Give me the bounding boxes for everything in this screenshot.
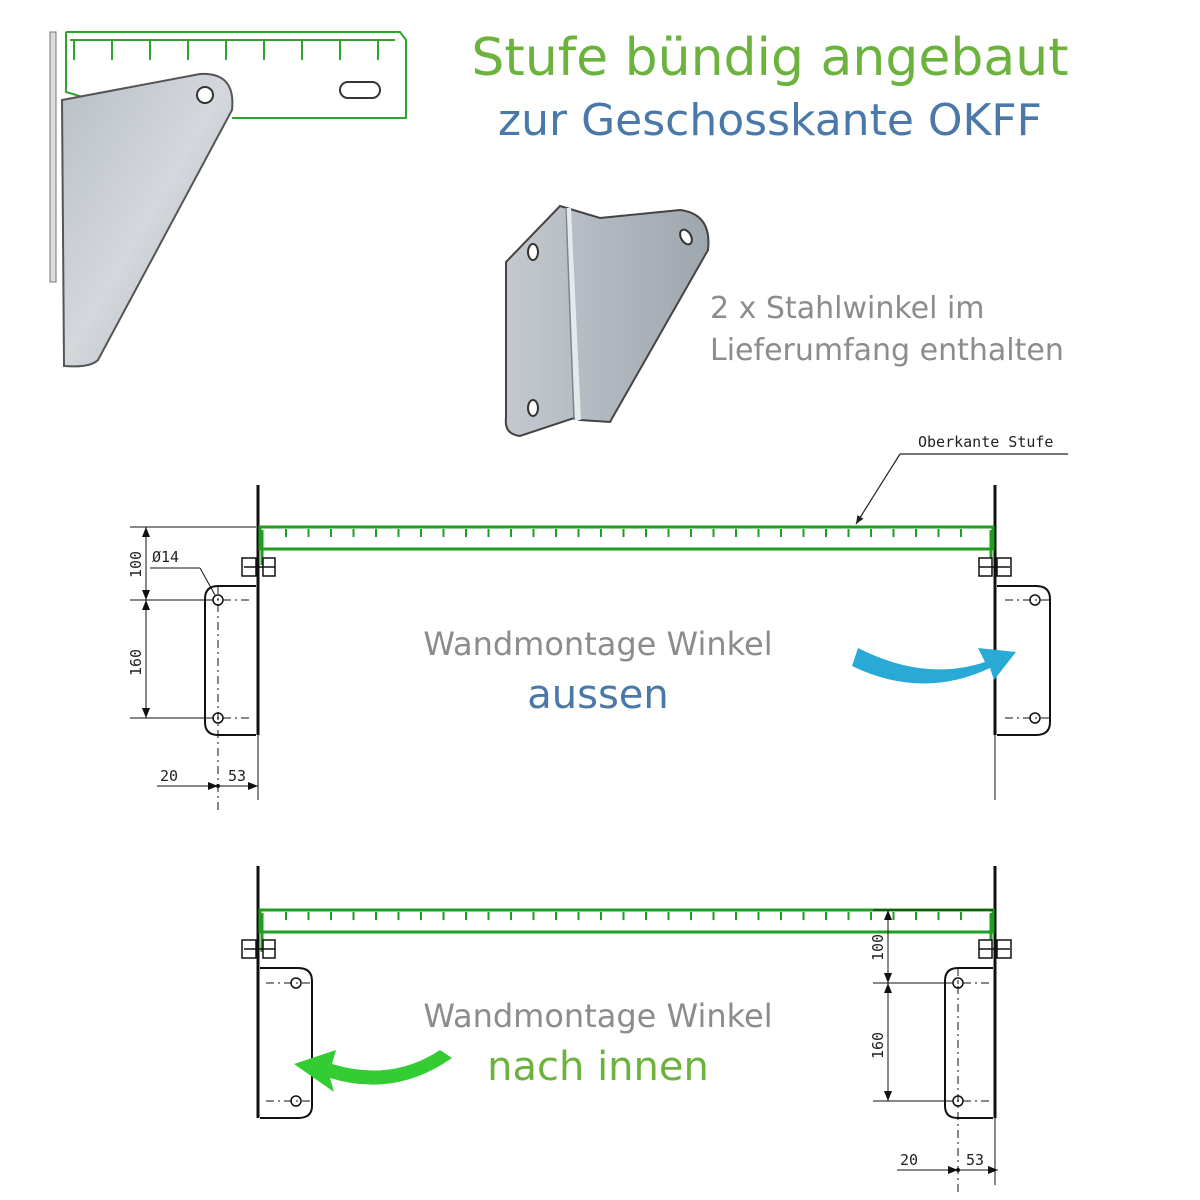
included-note-line-1: 2 x Stahlwinkel im (710, 291, 985, 326)
arrow-curved-left-icon (294, 1050, 452, 1092)
dim-edge-offset-inside: 20 (900, 1151, 918, 1169)
arrow-curved-right-icon (852, 648, 1016, 684)
dim-flange-width-inside: 53 (966, 1151, 984, 1169)
title-line-1: Stufe bündig angebaut (471, 28, 1068, 88)
caption-outside: Wandmontage Winkel (423, 625, 772, 663)
dim-hole-diameter: Ø14 (152, 548, 179, 566)
dim-top-offset: 100 (127, 551, 145, 578)
bracket-icon (504, 204, 710, 438)
drawing-inside-mount: 100 160 20 53 Wandmontage Winkel nach in… (241, 866, 1012, 1195)
included-note-line-2: Lieferumfang enthalten (710, 333, 1064, 368)
top-edge-label: Oberkante Stufe (918, 433, 1053, 451)
mode-inside: nach innen (487, 1044, 709, 1090)
drawing-outside-mount: Oberkante Stufe (127, 433, 1068, 812)
dim-top-offset-inside: 100 (869, 934, 887, 961)
dim-edge-offset: 20 (160, 767, 178, 785)
mode-outside: aussen (527, 672, 669, 718)
dim-hole-spacing: 160 (127, 649, 145, 676)
title-line-2: zur Geschosskante OKFF (498, 95, 1042, 146)
dim-flange-width: 53 (228, 767, 246, 785)
caption-inside: Wandmontage Winkel (423, 997, 772, 1035)
bracket-photo-step (49, 31, 407, 368)
dim-hole-spacing-inside: 160 (869, 1032, 887, 1059)
